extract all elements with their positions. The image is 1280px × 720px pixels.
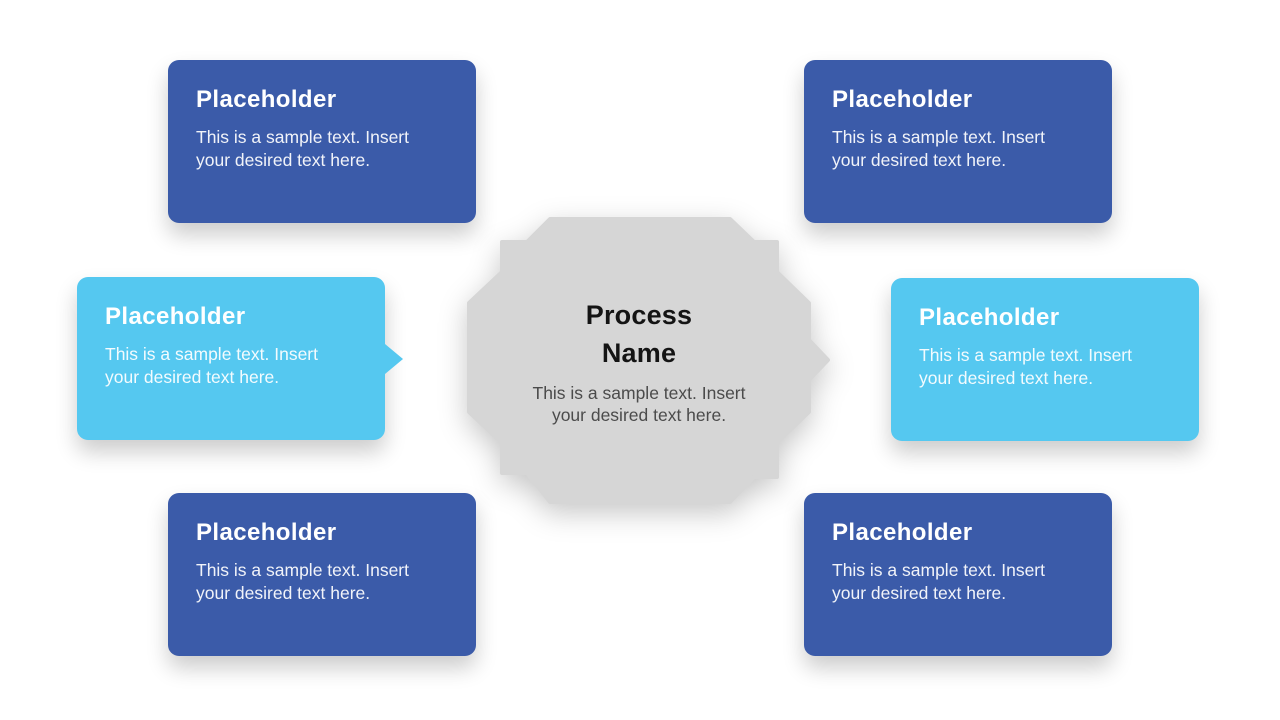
card-bottom-right[interactable]: Placeholder This is a sample text. Inser… <box>804 493 1112 656</box>
card-body: This is a sample text. Insert your desir… <box>196 127 409 170</box>
process-octagon-shape[interactable] <box>467 217 830 504</box>
card-top-right[interactable]: Placeholder This is a sample text. Inser… <box>804 60 1112 223</box>
card-middle-left[interactable]: Placeholder This is a sample text. Inser… <box>77 277 403 440</box>
center-text-block[interactable]: Process Name This is a sample text. Inse… <box>469 296 809 426</box>
card-body: This is a sample text. Insert your desir… <box>832 560 1045 603</box>
card-title: Placeholder <box>105 303 246 330</box>
card-title: Placeholder <box>196 86 337 113</box>
process-name-body: This is a sample text. Insert your desir… <box>532 383 746 425</box>
card-title: Placeholder <box>196 519 337 546</box>
card-title: Placeholder <box>919 304 1060 331</box>
card-body: This is a sample text. Insert your desir… <box>196 560 409 603</box>
card-body: This is a sample text. Insert your desir… <box>832 127 1045 170</box>
card-title: Placeholder <box>832 86 973 113</box>
card-middle-right[interactable]: Placeholder This is a sample text. Inser… <box>891 278 1199 441</box>
process-name-title: Process Name <box>585 300 693 368</box>
arrow-right-icon <box>385 343 403 374</box>
card-title: Placeholder <box>832 519 973 546</box>
card-top-left[interactable]: Placeholder This is a sample text. Inser… <box>168 60 476 223</box>
card-bottom-left[interactable]: Placeholder This is a sample text. Inser… <box>168 493 476 656</box>
card-body: This is a sample text. Insert your desir… <box>919 345 1132 388</box>
card-body: This is a sample text. Insert your desir… <box>105 344 318 387</box>
